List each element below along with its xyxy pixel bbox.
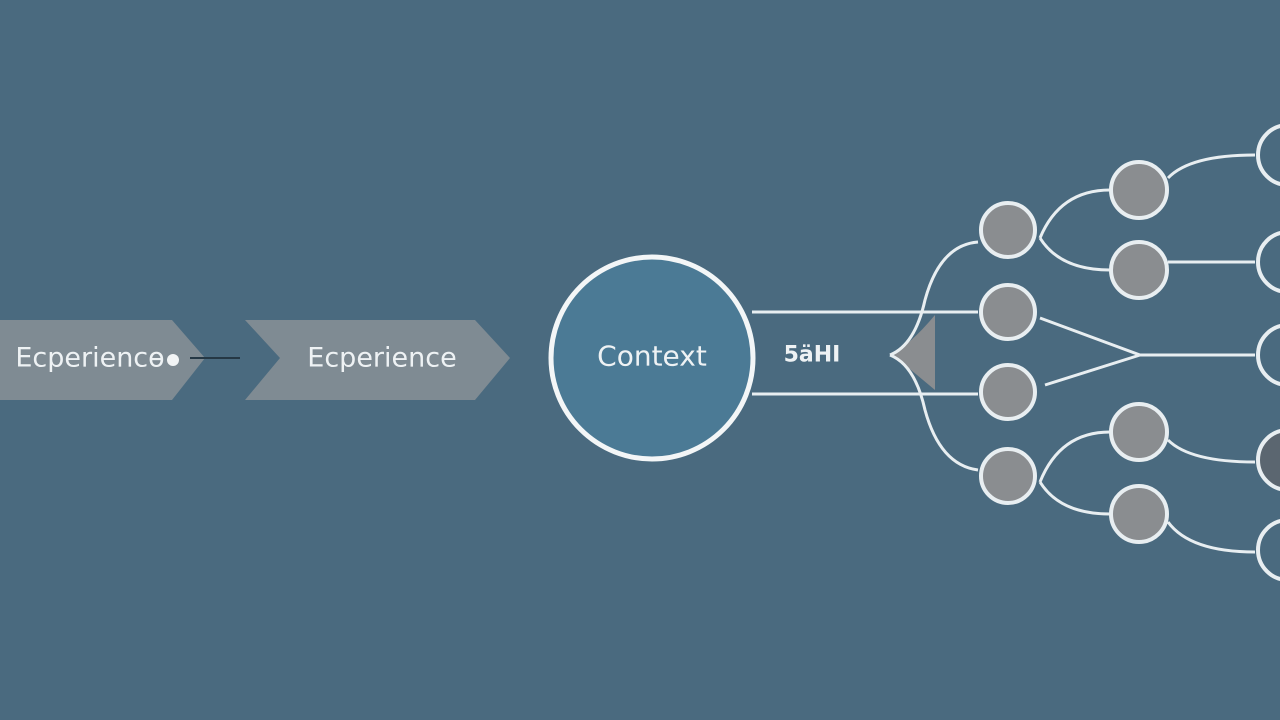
dot-icon [167,354,179,366]
stage-chevron-2 [245,320,510,400]
stage-chevron-1 [0,320,205,400]
tree-node[interactable] [1109,240,1169,300]
tree-node[interactable] [1256,124,1280,186]
context-node[interactable] [548,254,756,462]
tree-node[interactable] [1109,160,1169,220]
tree-node[interactable] [1256,231,1280,293]
tree-nodes [979,124,1280,581]
tree-node[interactable] [1109,484,1169,544]
connection-lines [752,153,1256,554]
connector-label: 5äHI [783,342,841,368]
tree-node[interactable] [1256,519,1280,581]
tree-node[interactable] [979,283,1037,341]
tree-node[interactable] [979,447,1037,505]
context-label: Context [597,339,707,373]
tree-node[interactable] [979,363,1037,421]
stage-label-2: Ecperience [307,342,457,374]
stage-label-1: Ecperiencө [15,342,165,374]
tree-node[interactable] [1109,402,1169,462]
tree-node[interactable] [1256,429,1280,491]
tree-node[interactable] [1256,324,1280,386]
tree-node[interactable] [979,201,1037,259]
